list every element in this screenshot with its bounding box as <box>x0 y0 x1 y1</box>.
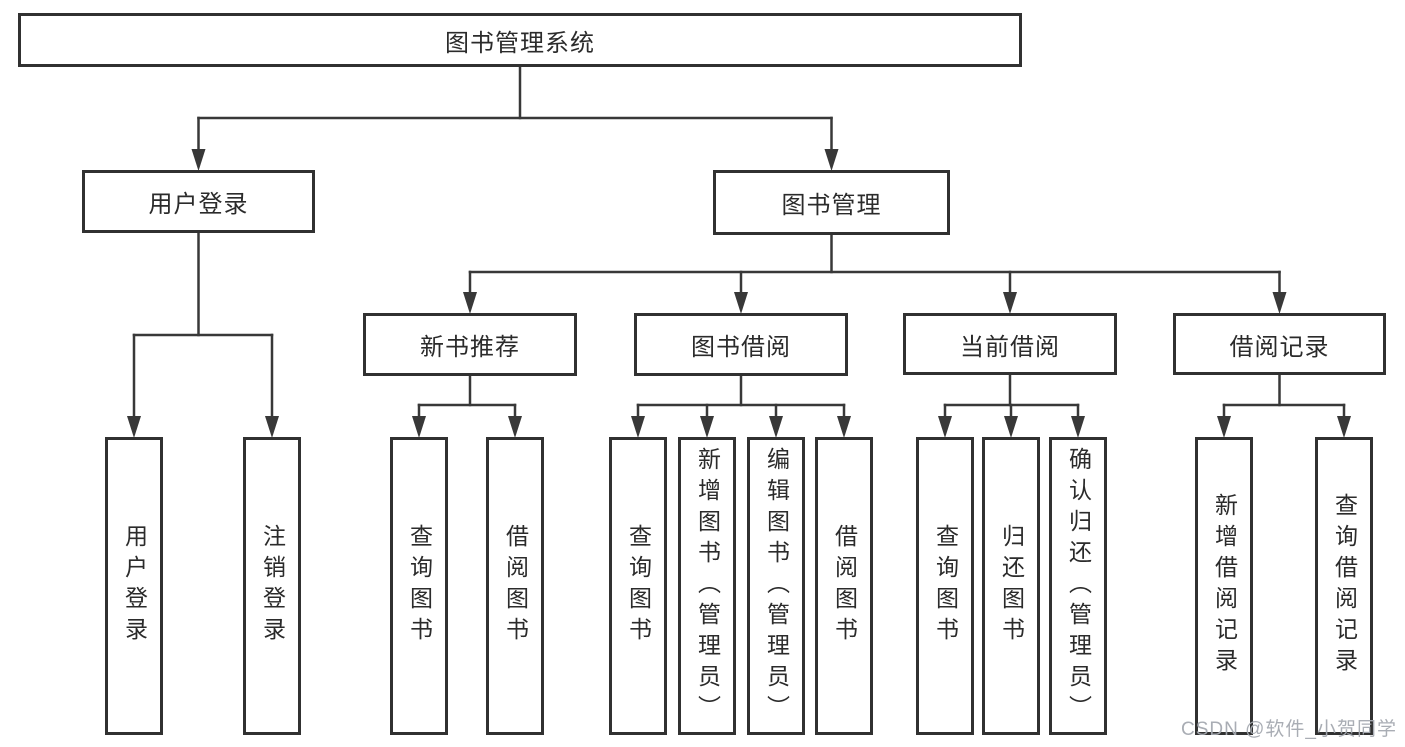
node-root: 图书管理系统 <box>18 13 1022 67</box>
node-label: 借阅图书 <box>502 524 529 648</box>
node-label: 编辑图书（管理员） <box>763 446 790 726</box>
arrowhead <box>1071 416 1085 438</box>
node-leaf-add-book: 新增图书（管理员） <box>678 437 736 735</box>
arrowhead <box>191 149 206 171</box>
node-current-borrow: 当前借阅 <box>903 313 1117 375</box>
node-label: 归还图书 <box>998 524 1025 648</box>
arrowhead <box>734 292 748 314</box>
arrowhead <box>769 416 783 438</box>
arrowhead <box>700 416 714 438</box>
node-leaf-query-books-current: 查询图书 <box>916 437 974 735</box>
node-new-book-rec: 新书推荐 <box>363 313 577 376</box>
node-label: 新增图书（管理员） <box>694 446 721 726</box>
arrowhead <box>463 292 477 314</box>
node-label: 借阅记录 <box>1229 333 1330 361</box>
node-leaf-confirm-return: 确认归还（管理员） <box>1049 437 1107 735</box>
node-book-mgmt: 图书管理 <box>713 170 950 235</box>
node-label: 注销登录 <box>259 524 286 648</box>
node-label: 借阅图书 <box>831 524 858 648</box>
node-label: 图书管理系统 <box>445 29 595 57</box>
node-borrow-records: 借阅记录 <box>1173 313 1386 375</box>
arrowhead <box>1004 416 1018 438</box>
node-label: 当前借阅 <box>960 333 1060 361</box>
node-label: 确认归还（管理员） <box>1065 446 1092 726</box>
arrowhead <box>1003 292 1017 314</box>
node-leaf-borrow-books-rec: 借阅图书 <box>486 437 544 735</box>
csdn-watermark: CSDN @软件_小贺同学 <box>1181 719 1397 740</box>
node-leaf-query-books-rec: 查询图书 <box>390 437 448 735</box>
arrowhead <box>127 416 141 438</box>
node-label: 用户登录 <box>148 191 249 218</box>
node-label: 新增借阅记录 <box>1211 493 1238 679</box>
node-label: 图书管理 <box>781 192 882 219</box>
arrowhead <box>938 416 952 438</box>
node-label: 查询图书 <box>932 524 959 648</box>
arrowhead <box>1272 292 1287 314</box>
node-label: 查询图书 <box>406 524 433 648</box>
arrowhead <box>265 416 279 438</box>
arrowhead <box>1217 416 1231 438</box>
node-leaf-edit-book: 编辑图书（管理员） <box>747 437 805 735</box>
node-leaf-logout: 注销登录 <box>243 437 301 735</box>
node-leaf-add-borrow-record: 新增借阅记录 <box>1195 437 1253 735</box>
node-leaf-user-login: 用户登录 <box>105 437 163 735</box>
node-leaf-query-books-borrow: 查询图书 <box>609 437 667 735</box>
node-book-borrow: 图书借阅 <box>634 313 848 376</box>
node-label: 查询图书 <box>625 524 652 648</box>
node-leaf-return-books: 归还图书 <box>982 437 1040 735</box>
arrowhead <box>837 416 851 438</box>
node-leaf-query-borrow-record: 查询借阅记录 <box>1315 437 1373 735</box>
node-leaf-borrow-books-borrow: 借阅图书 <box>815 437 873 735</box>
node-user-login: 用户登录 <box>82 170 315 233</box>
arrowhead <box>631 416 645 438</box>
arrowhead <box>824 149 839 171</box>
node-label: 新书推荐 <box>420 334 520 361</box>
node-label: 图书借阅 <box>691 334 791 361</box>
node-label: 用户登录 <box>121 524 148 648</box>
arrowhead <box>1337 416 1351 438</box>
node-label: 查询借阅记录 <box>1331 493 1358 679</box>
arrowhead <box>412 416 426 438</box>
arrowhead <box>508 416 522 438</box>
